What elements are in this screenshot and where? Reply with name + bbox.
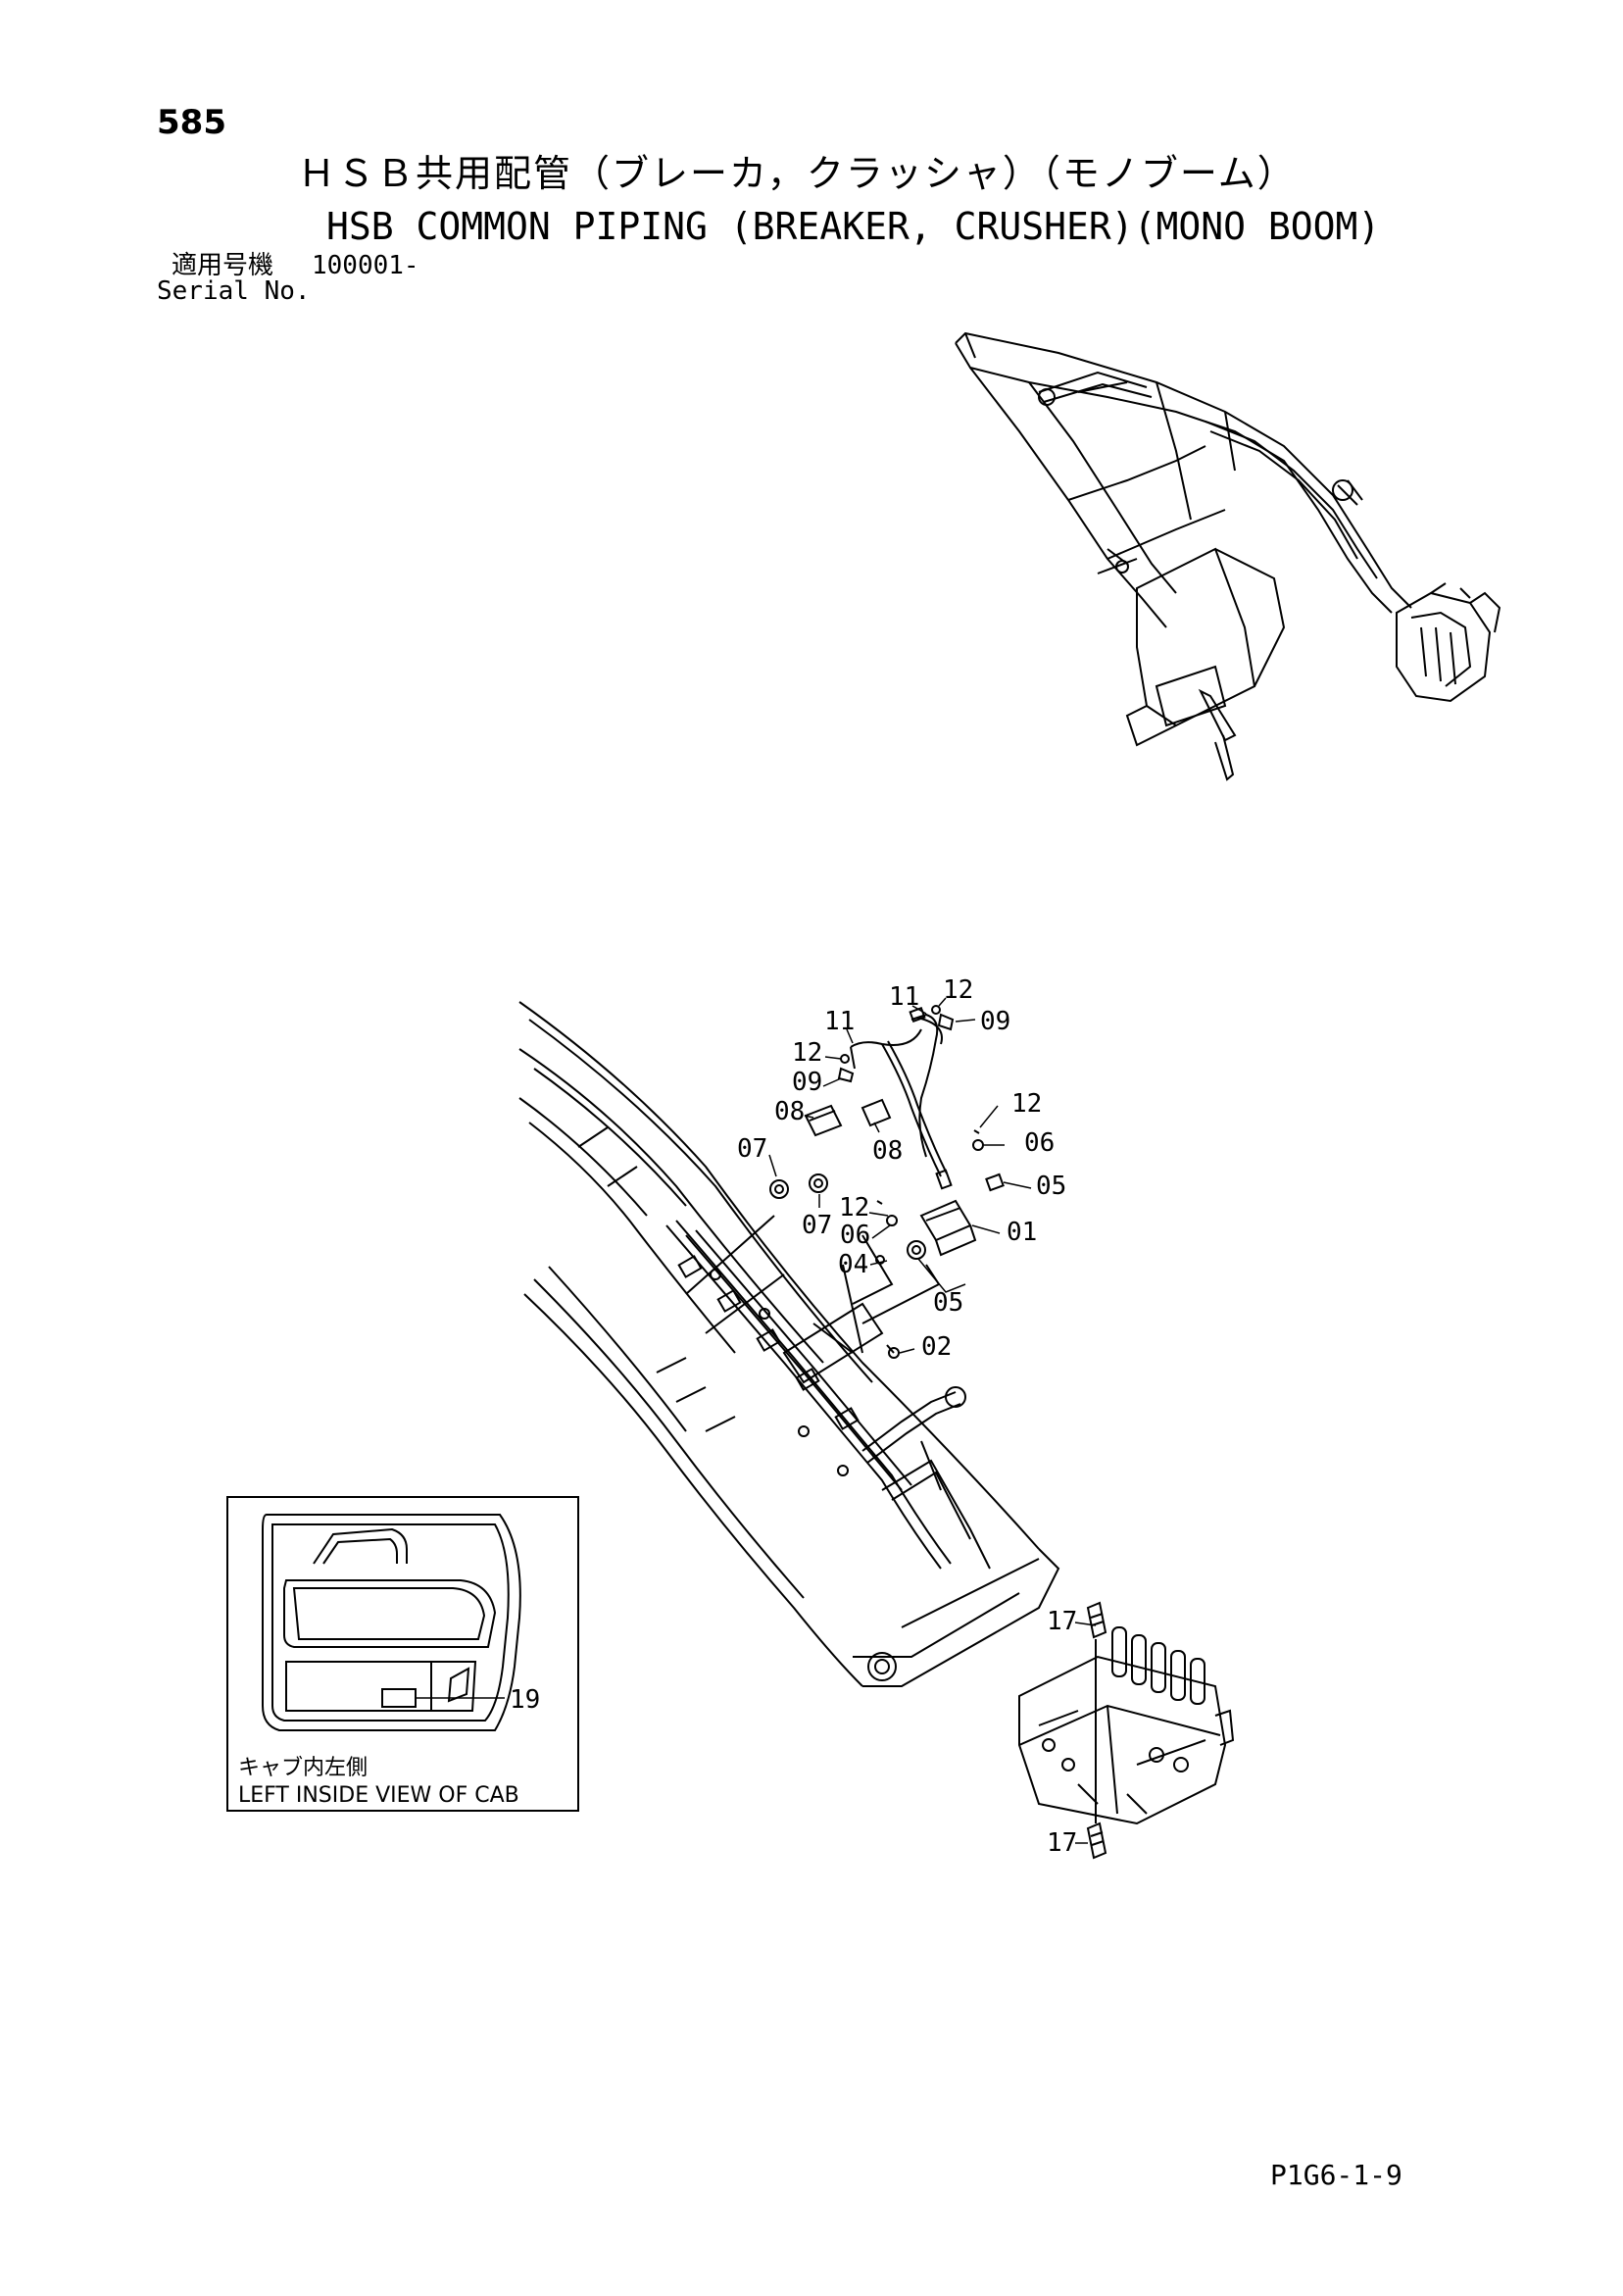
document-code: P1G6-1-9 xyxy=(1270,2159,1402,2191)
callout-08a: 08 xyxy=(774,1097,805,1126)
serial-label-japanese: 適用号機 xyxy=(172,251,274,280)
callout-17a: 17 xyxy=(1047,1607,1077,1636)
exploded-parts xyxy=(769,1005,1005,1359)
control-valve-drawing xyxy=(1018,1601,1235,1860)
callout-12b: 12 xyxy=(792,1038,822,1068)
overview-boom-drawing xyxy=(955,331,1501,781)
title-english: HSB COMMON PIPING (BREAKER, CRUSHER)(MON… xyxy=(326,205,1381,248)
serial-label-english: Serial No. xyxy=(157,276,311,306)
callout-07a: 07 xyxy=(737,1134,767,1164)
callout-04: 04 xyxy=(838,1250,868,1279)
callout-11b: 11 xyxy=(824,1007,855,1036)
serial-value: 100001- xyxy=(312,251,419,280)
cab-inset xyxy=(226,1496,579,1812)
callout-11a: 11 xyxy=(889,982,919,1012)
callout-06b: 06 xyxy=(840,1221,870,1250)
callout-08b: 08 xyxy=(872,1136,903,1166)
callout-labels: 11 12 09 11 12 09 08 07 07 08 12 06 05 1… xyxy=(238,975,1077,1858)
main-boom-drawing xyxy=(518,1001,1060,1687)
callout-06a: 06 xyxy=(1024,1128,1055,1158)
callout-12c: 12 xyxy=(1011,1089,1042,1119)
title-japanese: ＨＳＢ共用配管（ブレーカ，クラッシャ）（モノブーム） xyxy=(298,152,1297,195)
callout-12d: 12 xyxy=(839,1193,869,1223)
callout-07b: 07 xyxy=(802,1211,832,1240)
inset-label-english: LEFT INSIDE VIEW OF CAB xyxy=(238,1783,519,1808)
callout-05b: 05 xyxy=(933,1288,963,1318)
callout-17b: 17 xyxy=(1047,1828,1077,1858)
callout-09b: 09 xyxy=(792,1068,822,1097)
leader-lines xyxy=(768,997,1097,1844)
callout-01: 01 xyxy=(1007,1218,1037,1247)
inset-label-japanese: キャブ内左側 xyxy=(238,1756,368,1780)
page-number: 585 xyxy=(157,103,226,142)
callout-12a: 12 xyxy=(943,975,973,1005)
callout-19: 19 xyxy=(510,1685,540,1715)
callout-05a: 05 xyxy=(1036,1172,1066,1201)
callout-02: 02 xyxy=(921,1332,952,1362)
callout-09a: 09 xyxy=(980,1007,1010,1036)
